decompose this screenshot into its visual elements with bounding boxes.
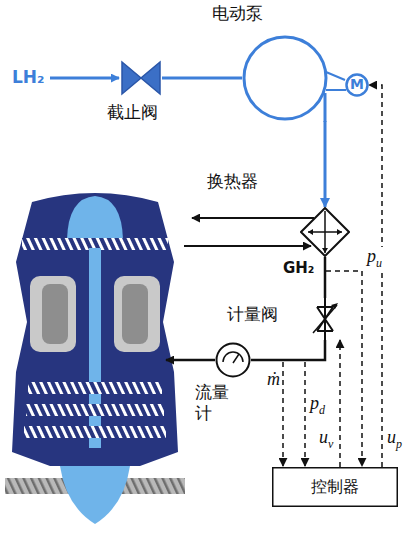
motor-circle: M: [345, 73, 369, 97]
signal-line: [304, 362, 306, 466]
signal-name: uv: [318, 428, 334, 451]
engine: [5, 193, 185, 524]
shutoff-valve-outline: [120, 60, 162, 96]
node-text: M: [350, 76, 364, 94]
signal-name: pd: [309, 394, 326, 417]
heat-line: [192, 217, 314, 219]
feed-line: [50, 77, 119, 80]
metering-valve: 计量阀: [305, 298, 345, 340]
fluid-label: LH₂: [12, 67, 45, 87]
flow-meter: 流量计: [215, 342, 251, 378]
heat-exchanger: 换热器: [300, 207, 350, 257]
node-text: 电动泵: [212, 3, 263, 24]
node-text: 计量阀: [227, 304, 278, 325]
signal-name: ṁ: [266, 370, 281, 390]
signal-name: up: [386, 428, 403, 451]
fuel-line: [166, 359, 215, 362]
motor-coupling: [326, 72, 346, 90]
pipe: [251, 340, 325, 360]
signal-line: [326, 271, 362, 466]
flow-meter-outline: [215, 342, 251, 378]
node-text: 控制器: [311, 477, 359, 497]
shutoff-valve: 截止阀: [120, 60, 162, 96]
pipe: [162, 77, 242, 80]
node-text: 流量计: [195, 382, 231, 425]
controller-box: 控制器: [272, 467, 398, 507]
node-text: 换热器: [207, 171, 258, 192]
pump-circle: 电动泵: [242, 35, 328, 121]
pump-circle-outline: [242, 35, 328, 121]
signal-name: pu: [366, 247, 383, 270]
pipe: [324, 257, 327, 298]
pump-outlet: [324, 93, 327, 122]
node-text: 截止阀: [107, 102, 158, 123]
heat-line: [184, 245, 311, 247]
signal-line: [282, 362, 284, 466]
heat-exchanger-outline: [300, 207, 350, 257]
control-signal: [339, 340, 341, 467]
pipe: [324, 121, 327, 207]
fluid-label: GH₂: [283, 259, 314, 277]
metering-valve-outline: [305, 298, 345, 340]
control-signal: [369, 85, 382, 467]
